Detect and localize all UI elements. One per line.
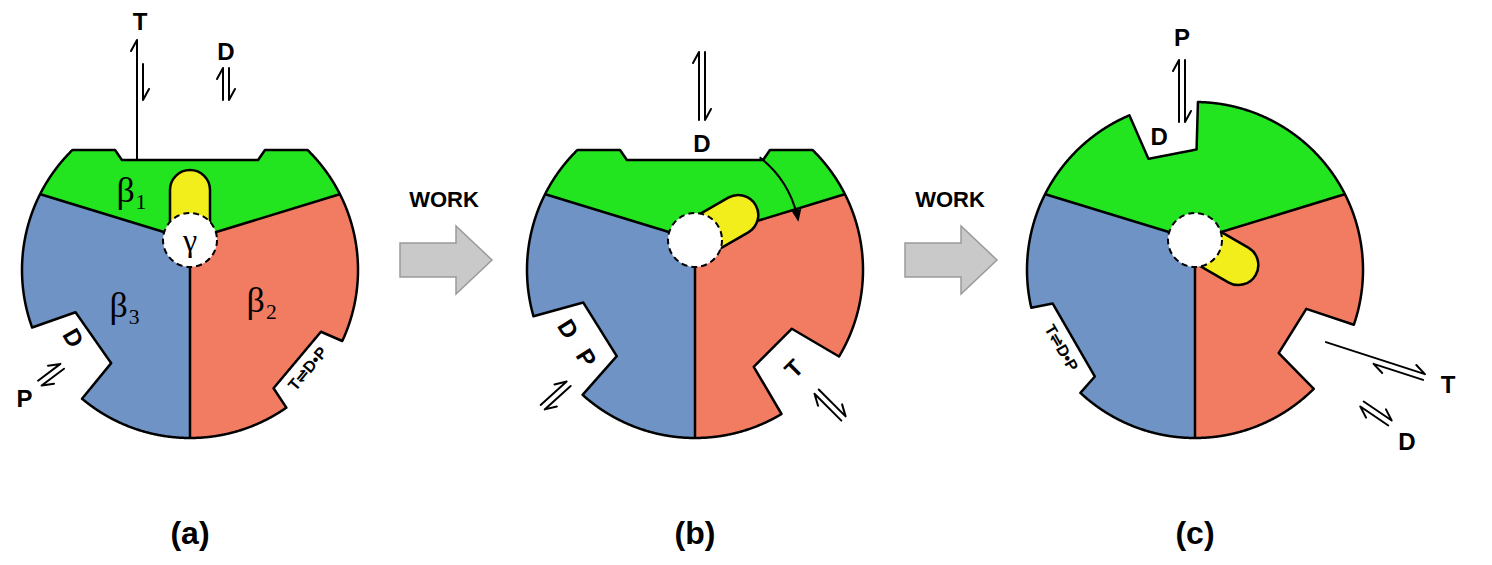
subunit-group bbox=[795, 0, 1492, 565]
f1-head bbox=[0, 0, 590, 565]
equilibrium-arrow bbox=[38, 364, 64, 386]
equilibrium-arrow bbox=[815, 390, 846, 421]
work-arrow bbox=[905, 226, 997, 294]
gamma-hub bbox=[1168, 213, 1222, 267]
substrate-label: D bbox=[553, 315, 583, 342]
gamma-label: γ bbox=[183, 224, 197, 256]
subunit-label: β₁ bbox=[117, 172, 148, 208]
step-label: WORK bbox=[409, 189, 479, 211]
panel-label: (b) bbox=[675, 517, 716, 549]
f1-head bbox=[795, 0, 1492, 565]
subunit-label: β₂ bbox=[247, 282, 278, 318]
gamma-hub bbox=[668, 213, 722, 267]
equilibrium-arrow bbox=[693, 52, 711, 120]
beta-subunit bbox=[695, 123, 1095, 565]
panel-label: (a) bbox=[170, 517, 209, 549]
subunit-boundary bbox=[1195, 123, 1492, 240]
substrate-label: T bbox=[1441, 373, 1456, 397]
equilibrium-arrow bbox=[1326, 342, 1425, 380]
substrate-label: D bbox=[1398, 430, 1415, 454]
substrate-label: D bbox=[693, 132, 710, 156]
equilibrium-arrow bbox=[217, 68, 235, 100]
beta-subunit-label-box: β₂ bbox=[243, 280, 282, 320]
substrate-label: T bbox=[780, 355, 807, 382]
subunit-boundary bbox=[812, 123, 1195, 240]
rotation-arrow bbox=[760, 157, 797, 214]
substrate-label: D bbox=[58, 324, 87, 351]
f1-head bbox=[295, 0, 1095, 565]
subunit-label: β₃ bbox=[110, 287, 141, 323]
hub-outline bbox=[163, 213, 217, 267]
subunit-boundary bbox=[312, 123, 695, 240]
work-arrow bbox=[400, 226, 492, 294]
beta-subunit bbox=[795, 123, 1195, 565]
equilibrium-arrow bbox=[541, 382, 571, 410]
beta-subunit bbox=[812, 0, 1492, 240]
substrate-label: P bbox=[572, 345, 601, 371]
beta-subunit bbox=[0, 123, 190, 565]
beta-subunit bbox=[0, 0, 573, 240]
substrate-label: P bbox=[17, 387, 33, 411]
subunit-group bbox=[0, 0, 590, 565]
head-outline bbox=[527, 150, 863, 438]
gamma-hub: γ bbox=[161, 211, 219, 269]
subunit-group bbox=[295, 0, 1095, 565]
substrate-label: D bbox=[217, 40, 234, 64]
beta-subunit bbox=[312, 0, 1077, 240]
subunit-boundary bbox=[190, 123, 573, 240]
beta-subunit bbox=[190, 123, 590, 565]
head-outline bbox=[22, 150, 358, 438]
step-label: WORK bbox=[915, 189, 985, 211]
head-outline bbox=[1027, 102, 1363, 438]
substrate-label: T bbox=[133, 10, 148, 34]
equilibrium-arrow bbox=[131, 40, 149, 160]
beta-subunit bbox=[295, 123, 695, 565]
substrate-label: P bbox=[1174, 26, 1190, 50]
equilibrium-arrow bbox=[1173, 60, 1191, 122]
beta-subunit-label-box: β₁ bbox=[113, 170, 152, 210]
panel-label: (c) bbox=[1175, 517, 1214, 549]
equilibrium-arrow bbox=[1360, 402, 1391, 426]
beta-subunit-label-box: β₃ bbox=[106, 285, 145, 325]
rotation-arrowhead bbox=[791, 209, 801, 222]
substrate-label: D bbox=[1151, 125, 1168, 149]
